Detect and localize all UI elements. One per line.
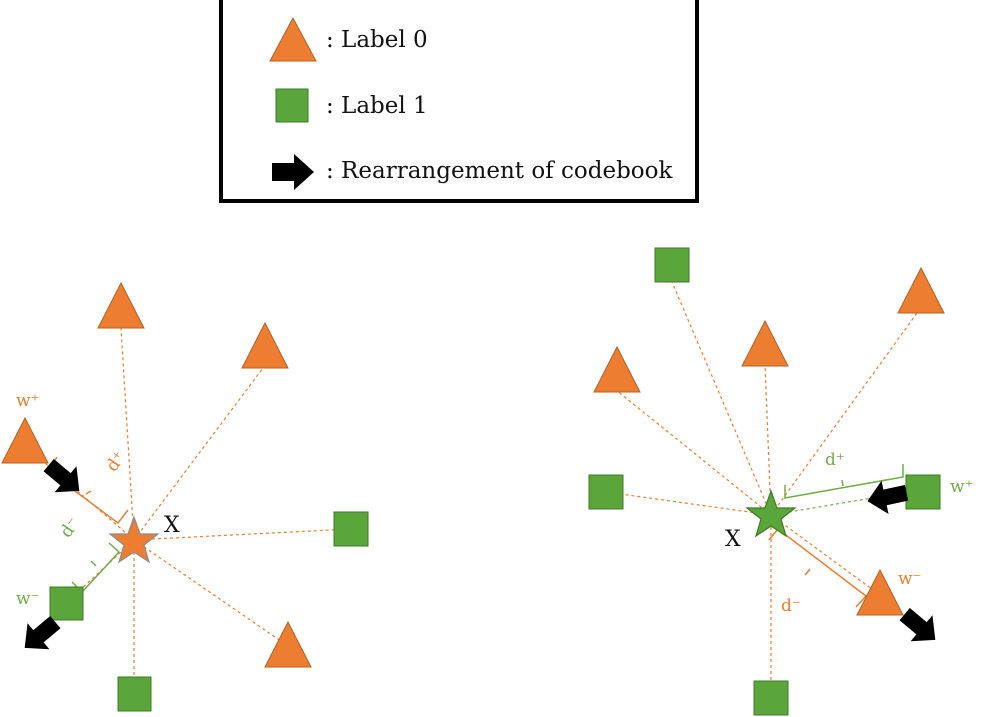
right-query-star-icon [745,489,797,538]
left-panel: X w⁺ d⁺ d⁻ w⁻ [1,281,369,712]
left-d-plus-label: d⁺ [102,448,130,476]
triangle-icon [241,321,289,369]
legend-border [219,0,699,203]
right-w-minus-label: w⁻ [898,569,922,589]
square-icon [333,511,369,547]
square-icon [753,680,789,716]
right-arrow-down-icon [899,608,936,642]
left-query-label: X [164,513,180,538]
square-icon [654,247,690,283]
square-icon [117,676,152,712]
left-connection-lines [44,327,351,693]
right-d-plus-label: d⁺ [825,450,845,470]
legend-label-0: : Label 0 [326,27,428,53]
triangle-icon [1,416,49,464]
legend: : Label 0 : Label 1 : Rearrangement of c… [219,0,699,203]
left-query-star-icon [108,515,160,564]
left-arrow-down-icon [24,616,61,650]
triangle-icon [593,345,641,393]
legend-label-1: : Label 1 [326,93,428,119]
right-d-plus-brace [784,464,904,499]
legend-square-icon [275,88,309,123]
right-d-plus-tick [841,479,844,487]
left-w-plus-label: w⁺ [16,391,40,411]
square-icon [49,586,84,621]
right-d-minus-tick [804,568,811,576]
square-icon [905,474,941,510]
right-d-minus-brace [768,527,868,608]
right-arrow-left-icon [867,480,909,515]
left-d-plus-tick [85,490,92,495]
square-icon [588,474,624,510]
triangle-icon [741,319,789,367]
right-w-plus-label: w⁺ [950,477,974,497]
left-arrow-up-icon [43,459,80,493]
legend-triangle-icon [269,16,317,62]
right-panel: X d⁺ w⁺ w⁻ d⁻ [588,247,974,716]
left-d-minus-brace [71,542,121,594]
triangle-icon [856,568,904,616]
legend-label-2: : Rearrangement of codebook [326,158,673,184]
triangle-icon [264,620,312,668]
triangle-icon [897,266,945,314]
left-d-minus-label: d⁻ [56,514,84,542]
right-d-minus-label: d⁻ [781,596,801,616]
right-query-label: X [725,527,741,552]
triangle-icon [97,281,145,329]
legend-arrow-icon [272,154,314,190]
left-d-minus-tick [90,560,97,567]
left-w-minus-label: w⁻ [16,589,40,609]
